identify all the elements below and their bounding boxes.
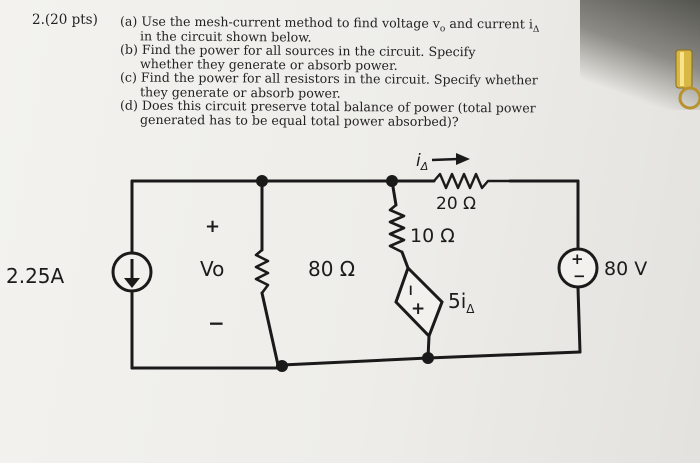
vsrc-label: 80 V (604, 258, 647, 280)
current-source-label: 2.25A (6, 264, 65, 288)
resistor-80-ohm (254, 249, 270, 294)
resistor-20-ohm (433, 172, 510, 190)
vo-plus-sign: + (205, 216, 220, 237)
dep-plus-sign: + (411, 299, 425, 319)
resistor-80-label: 80 Ω (308, 257, 355, 281)
vsrc-plus-sign: + (571, 250, 584, 268)
dep-source-label: 5iΔ (448, 289, 475, 316)
vo-label: Vo (200, 257, 224, 281)
dependent-voltage-source (394, 265, 444, 339)
voltage-source-80v (557, 247, 599, 289)
resistor-10-label: 10 Ω (410, 225, 455, 247)
node-top-middle (256, 175, 268, 187)
node-top-right (386, 175, 398, 187)
node-bottom-left (276, 360, 288, 372)
node-bottom-right (422, 352, 434, 364)
vo-minus-sign: − (208, 311, 225, 335)
resistor-10-ohm (388, 204, 406, 254)
problem-number: 2.(20 pts) (32, 12, 98, 28)
i-delta-label: iΔ (416, 151, 428, 173)
vsrc-minus-sign: − (573, 267, 586, 285)
i-delta-arrow (431, 153, 470, 165)
pen-clip-icon (675, 49, 700, 110)
arrow-down-icon (124, 278, 140, 288)
resistor-20-label: 20 Ω (436, 194, 476, 214)
circuit-wires (130, 179, 582, 370)
dep-minus-sign: − (402, 284, 420, 297)
circuit-nodes (256, 175, 434, 372)
current-source (111, 251, 153, 293)
arrow-right-icon (456, 153, 470, 165)
